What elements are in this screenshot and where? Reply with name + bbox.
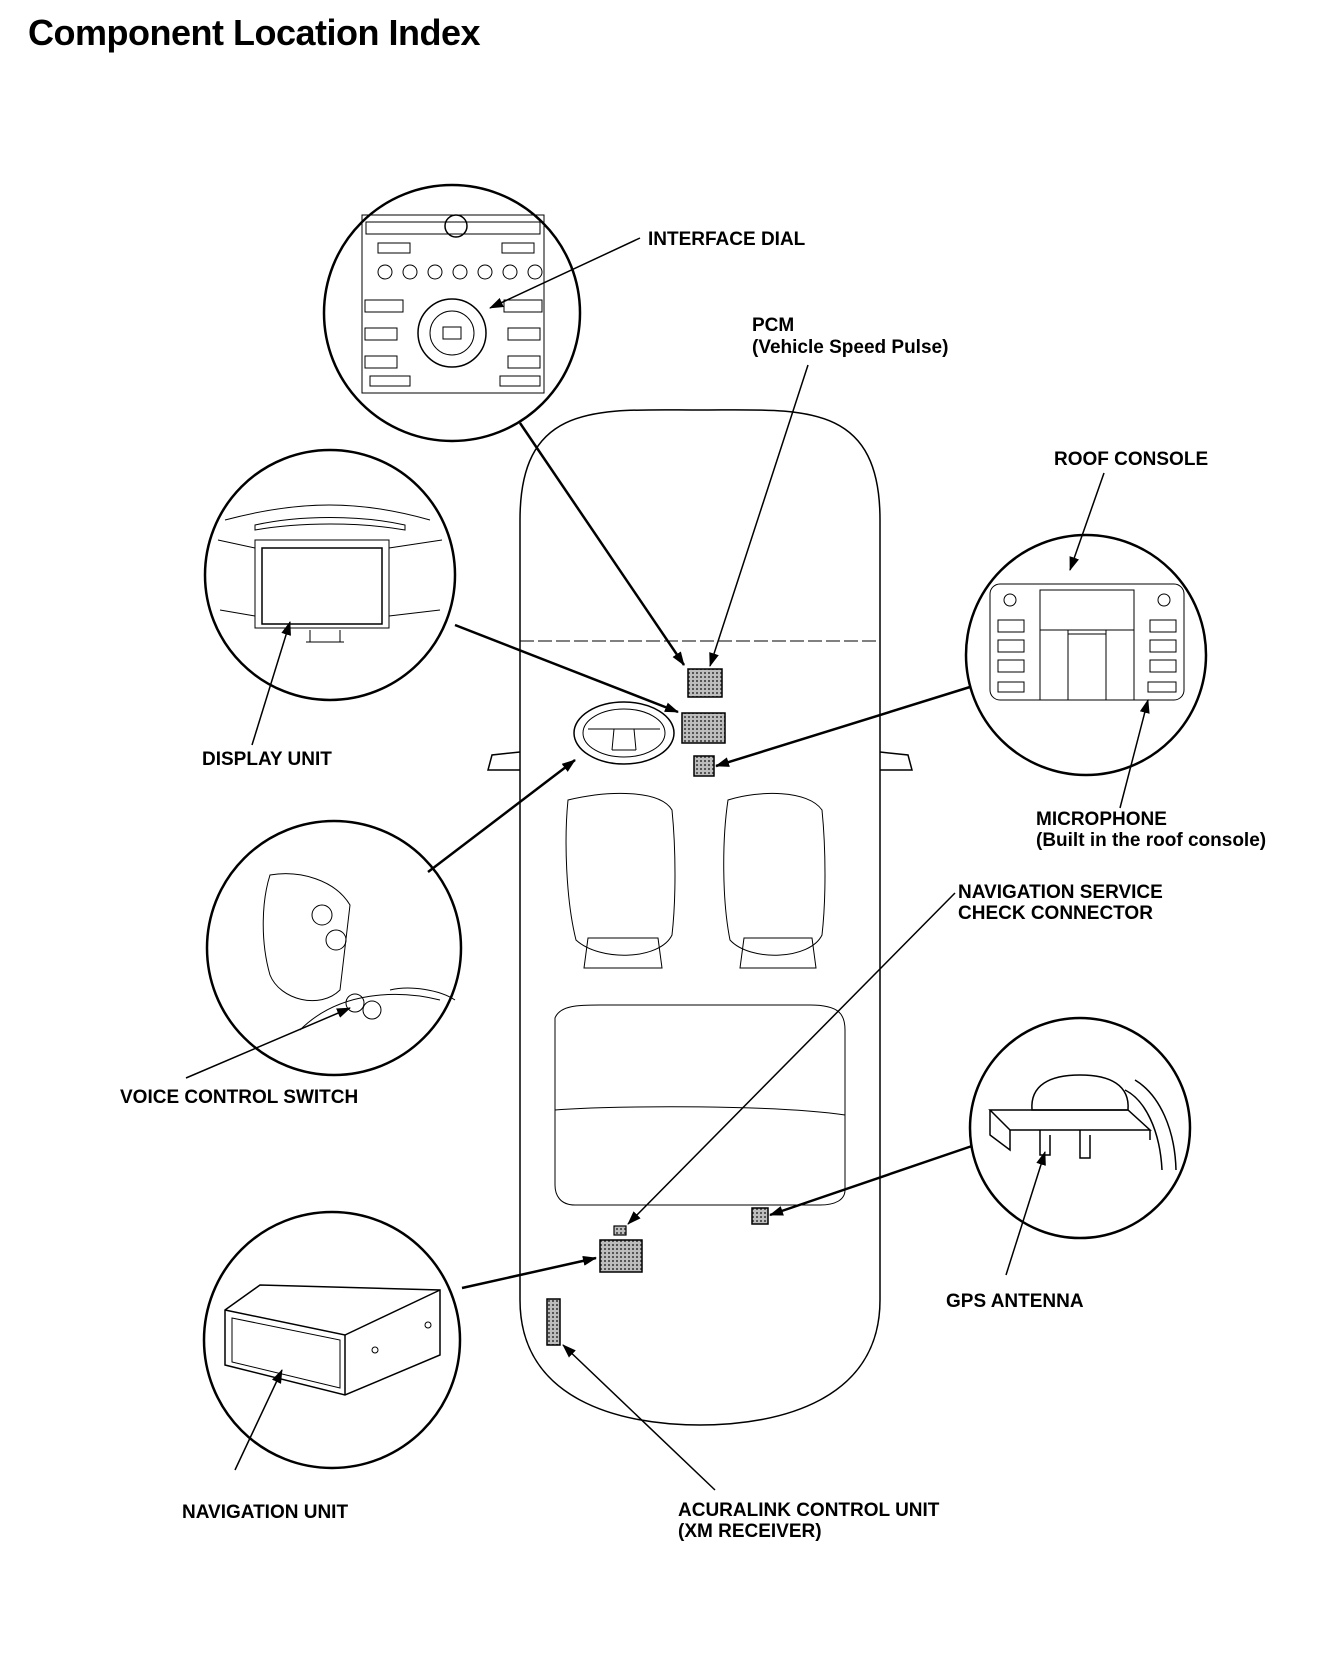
page-title: Component Location Index bbox=[28, 12, 481, 53]
label-roof-console: ROOF CONSOLE bbox=[1054, 449, 1208, 470]
pcm-marker bbox=[687, 668, 723, 698]
acuralink-marker bbox=[546, 1298, 561, 1346]
vehicle-outline bbox=[487, 409, 913, 1426]
label-microphone: MICROPHONE bbox=[1036, 809, 1167, 830]
label-navigation-unit: NAVIGATION UNIT bbox=[182, 1502, 348, 1523]
leader-lines bbox=[185, 237, 1150, 1491]
label-interface-dial: INTERFACE DIAL bbox=[648, 229, 806, 250]
service-connector-marker bbox=[613, 1225, 627, 1236]
display-unit-marker bbox=[681, 712, 726, 744]
label-nav-service: NAVIGATION SERVICE bbox=[958, 882, 1163, 903]
label-pcm: PCM bbox=[752, 315, 794, 336]
label-pcm-sub: (Vehicle Speed Pulse) bbox=[752, 337, 948, 358]
navigation-unit-detail bbox=[202, 1210, 462, 1470]
voice-control-switch-detail bbox=[205, 819, 463, 1077]
label-voice-control-switch: VOICE CONTROL SWITCH bbox=[120, 1087, 358, 1108]
display-unit-detail bbox=[203, 448, 457, 702]
label-gps-antenna: GPS ANTENNA bbox=[946, 1291, 1084, 1312]
label-nav-service-sub: CHECK CONNECTOR bbox=[958, 903, 1153, 924]
navigation-unit-marker bbox=[599, 1239, 643, 1273]
gps-antenna-marker bbox=[751, 1207, 769, 1225]
label-acuralink: ACURALINK CONTROL UNIT bbox=[678, 1500, 940, 1521]
roof-console-detail bbox=[964, 533, 1208, 777]
label-microphone-sub: (Built in the roof console) bbox=[1036, 830, 1266, 851]
microphone-marker bbox=[693, 755, 715, 777]
component-markers bbox=[546, 668, 769, 1346]
interface-dial-detail bbox=[322, 183, 582, 443]
label-display-unit: DISPLAY UNIT bbox=[202, 749, 332, 770]
gps-antenna-detail bbox=[968, 1016, 1192, 1240]
label-acuralink-sub: (XM RECEIVER) bbox=[678, 1521, 822, 1542]
